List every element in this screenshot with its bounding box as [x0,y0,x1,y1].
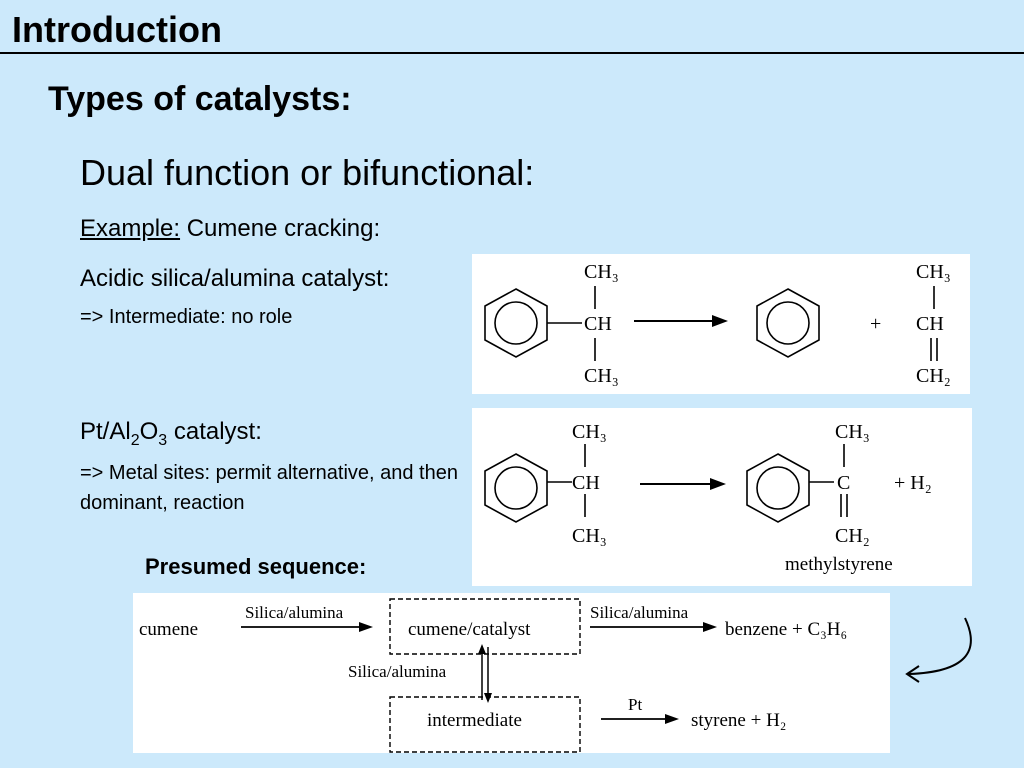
arrow-label: Pt [628,695,642,714]
presumed-sequence-svg: cumene Silica/alumina cumene/catalyst Si… [139,598,847,753]
slide-title: Introduction [12,9,222,50]
plus-sign: + [870,313,881,335]
product-name: methylstyrene [785,554,893,575]
products-label: benzene + C₃H₆ [725,619,847,640]
section-heading: Types of catalysts: [48,80,352,118]
subheading: Dual function or bifunctional: [80,152,535,193]
pt-catalyst-note: => Metal sites: permit alternative, and … [80,462,458,514]
reaction-scheme-pt-svg: CH₃ CH CH₃ CH₃ C CH₂ + H₂ methylstyrene [484,421,932,575]
reaction-scheme-acidic: CH₃ CH CH₃ + CH₃ CH CH₂ [472,254,970,394]
cumene-catalyst-label: cumene/catalyst [408,619,531,640]
acidic-catalyst-label: Acidic silica/alumina catalyst: [80,265,390,292]
ch3-label: CH₃ [584,261,619,283]
pt-label-part: catalyst: [167,418,262,445]
ch3-label: CH₃ [572,525,607,547]
benzene-ring-icon [756,288,820,358]
intermediate-label: intermediate [427,710,522,731]
reaction-scheme-acidic-svg: CH₃ CH CH₃ + CH₃ CH CH₂ [484,261,951,387]
arrow-label: Silica/alumina [590,603,689,622]
pt-subscript-2: 2 [130,431,140,449]
presumed-sequence-label: Presumed sequence: [145,554,367,579]
benzene-ring-icon [484,453,548,523]
ch3-label: CH₃ [916,261,951,283]
vertical-arrow-label: Silica/alumina [348,662,447,681]
ch2-label: CH₂ [835,525,870,547]
pt-label-part: O [139,418,159,445]
pt-subscript-3: 3 [158,431,168,449]
intermediate-box [389,696,581,753]
presumed-sequence-scheme: cumene Silica/alumina cumene/catalyst Si… [133,593,890,753]
equilibrium-arrow-icon [478,644,492,703]
example-text: Cumene cracking: [180,215,381,242]
benzene-ring-icon [746,453,810,523]
reaction-scheme-pt: CH₃ CH CH₃ CH₃ C CH₂ + H₂ methylstyrene [472,408,972,586]
acidic-catalyst-note: => Intermediate: no role [80,306,293,328]
c-label: C [837,472,850,494]
benzene-ring-icon [484,288,548,358]
ch-label: CH [572,472,600,494]
example-label: Example: [80,215,181,242]
ch3-label: CH₃ [572,421,607,443]
ch-label: CH [584,313,612,335]
ch3-label: CH₃ [835,421,870,443]
plus-h2-label: + H₂ [894,472,932,494]
ch-label: CH [916,313,944,335]
pt-catalyst-label: Pt/Al2O3 catalyst: [80,418,262,450]
products-label: styrene + H₂ [691,710,786,731]
cumene-label: cumene [139,619,198,640]
ch3-label: CH₃ [584,365,619,387]
example-line: Example: Cumene cracking: [80,215,380,243]
ch2-label: CH₂ [916,365,951,387]
title-divider [0,52,1024,54]
pt-label-part: Pt/Al [80,418,131,445]
arrow-label: Silica/alumina [245,603,344,622]
curved-arrow-icon [905,617,972,683]
